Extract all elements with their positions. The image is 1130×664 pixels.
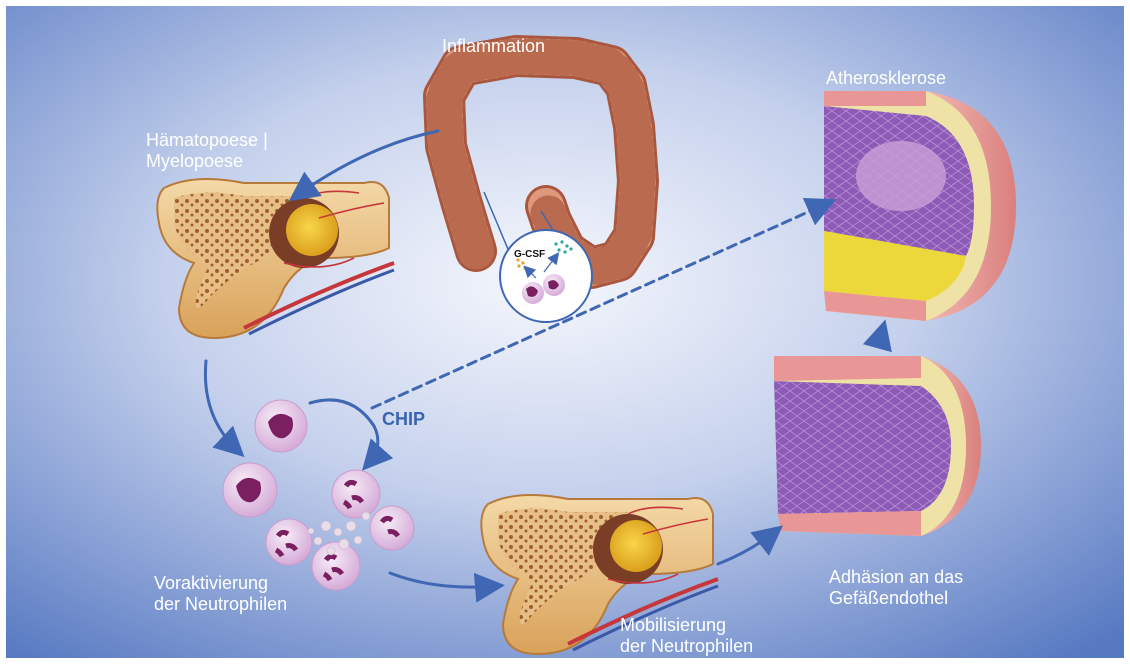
label-adhesion: Adhäsion an das Gefäßendothel <box>829 567 963 609</box>
label-preactivation: Voraktivierung der Neutrophilen <box>154 573 287 615</box>
label-mobilization: Mobilisierung der Neutrophilen <box>620 615 753 657</box>
vessel-atherosclerosis <box>824 91 1016 321</box>
vessel-endothelium <box>774 356 981 536</box>
label-hematopoiesis: Hämatopoese | Myelopoese <box>146 130 268 172</box>
label-gcsf: G-CSF <box>514 249 545 260</box>
label-chip: CHIP <box>382 409 425 430</box>
diagram-canvas: Inflammation Hämatopoese | Myelopoese At… <box>6 6 1124 658</box>
label-inflammation: Inflammation <box>442 36 545 57</box>
label-atherosclerosis: Atherosklerose <box>826 68 946 89</box>
